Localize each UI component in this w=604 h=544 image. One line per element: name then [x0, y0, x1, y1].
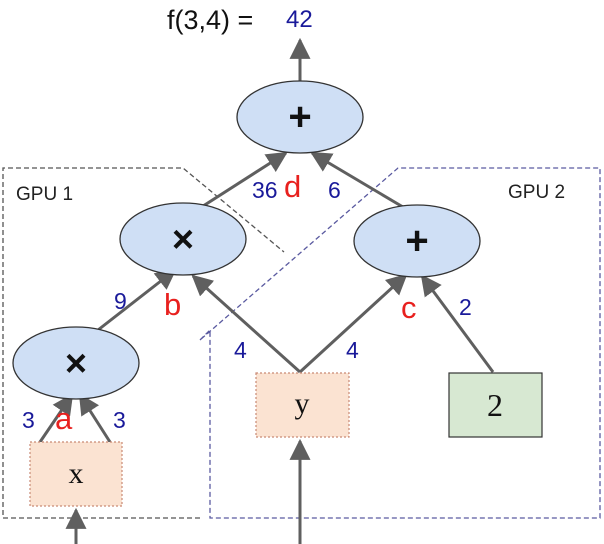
marker-c: c [401, 290, 417, 325]
edge-value-const-to-add-mid: 2 [459, 294, 472, 320]
input-x-label: x [69, 457, 84, 490]
gpu2-label: GPU 2 [508, 182, 565, 203]
output-expression: f(3,4) = [167, 5, 253, 35]
edge-add-mid-to-add-top [310, 151, 409, 212]
marker-d: d [284, 169, 301, 204]
input-y-label: y [295, 387, 310, 420]
add-top-op: + [288, 95, 311, 139]
edge-value-x-to-mul-right: 3 [113, 407, 126, 433]
edge-value-y-to-add-mid: 4 [346, 337, 359, 363]
mul-low-node: × [12, 326, 140, 400]
gpu2-region-border [199, 167, 601, 519]
edge-const-to-add-mid [420, 274, 495, 373]
mul-mid-node: × [119, 202, 247, 276]
add-mid-op: + [405, 219, 428, 263]
add-top-node: + [236, 80, 364, 154]
edge-mul-low-to-mul-mid [97, 268, 177, 332]
edge-y-to-mul-mid [191, 274, 302, 374]
edge-value-mul-low-to-mul-mid: 9 [114, 288, 127, 314]
edge-value-x-to-mul-left: 3 [22, 407, 35, 433]
edge-value-y-to-mul-mid: 4 [234, 337, 247, 363]
edge-mul-mid-to-add-top [199, 151, 288, 210]
marker-a: a [55, 401, 73, 436]
const-2-label: 2 [487, 387, 503, 423]
edge-x-to-mul-left [38, 393, 74, 443]
marker-b: b [164, 287, 181, 322]
input-y-box: y [255, 372, 350, 438]
edge-value-add-mid-to-add-top: 6 [328, 177, 341, 203]
edge-value-mul-mid-to-add-top: 36 [252, 177, 278, 203]
gpu1-label: GPU 1 [16, 184, 73, 205]
add-mid-node: + [353, 204, 481, 278]
output-value: 42 [286, 6, 313, 33]
input-x-box: x [29, 441, 123, 507]
edge-x-to-mul-right [78, 393, 112, 443]
const-2-box: 2 [448, 372, 543, 438]
mul-mid-op: × [172, 219, 194, 261]
edge-y-to-add-mid [298, 273, 408, 374]
mul-low-op: × [65, 343, 87, 385]
